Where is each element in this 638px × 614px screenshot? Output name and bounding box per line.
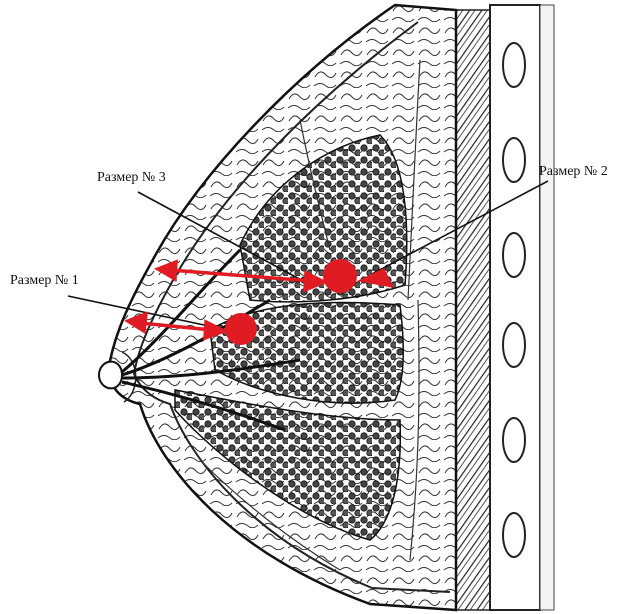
label-size-3: Размер № 3 [97, 170, 166, 186]
label-size-1: Размер № 1 [10, 273, 79, 289]
rib-1 [503, 43, 525, 87]
rib-6 [503, 513, 525, 557]
intercostal-band [540, 5, 554, 610]
lesion-marker-size1 [225, 313, 257, 345]
rib-3 [503, 233, 525, 277]
pectoral-muscle [456, 10, 490, 610]
nipple [99, 362, 122, 389]
lesion-marker-size2 [323, 259, 357, 293]
label-size-2: Размер № 2 [539, 164, 608, 180]
rib-5 [503, 418, 525, 462]
rib-4 [503, 323, 525, 367]
rib-2 [503, 138, 525, 182]
chest-wall [456, 5, 554, 610]
